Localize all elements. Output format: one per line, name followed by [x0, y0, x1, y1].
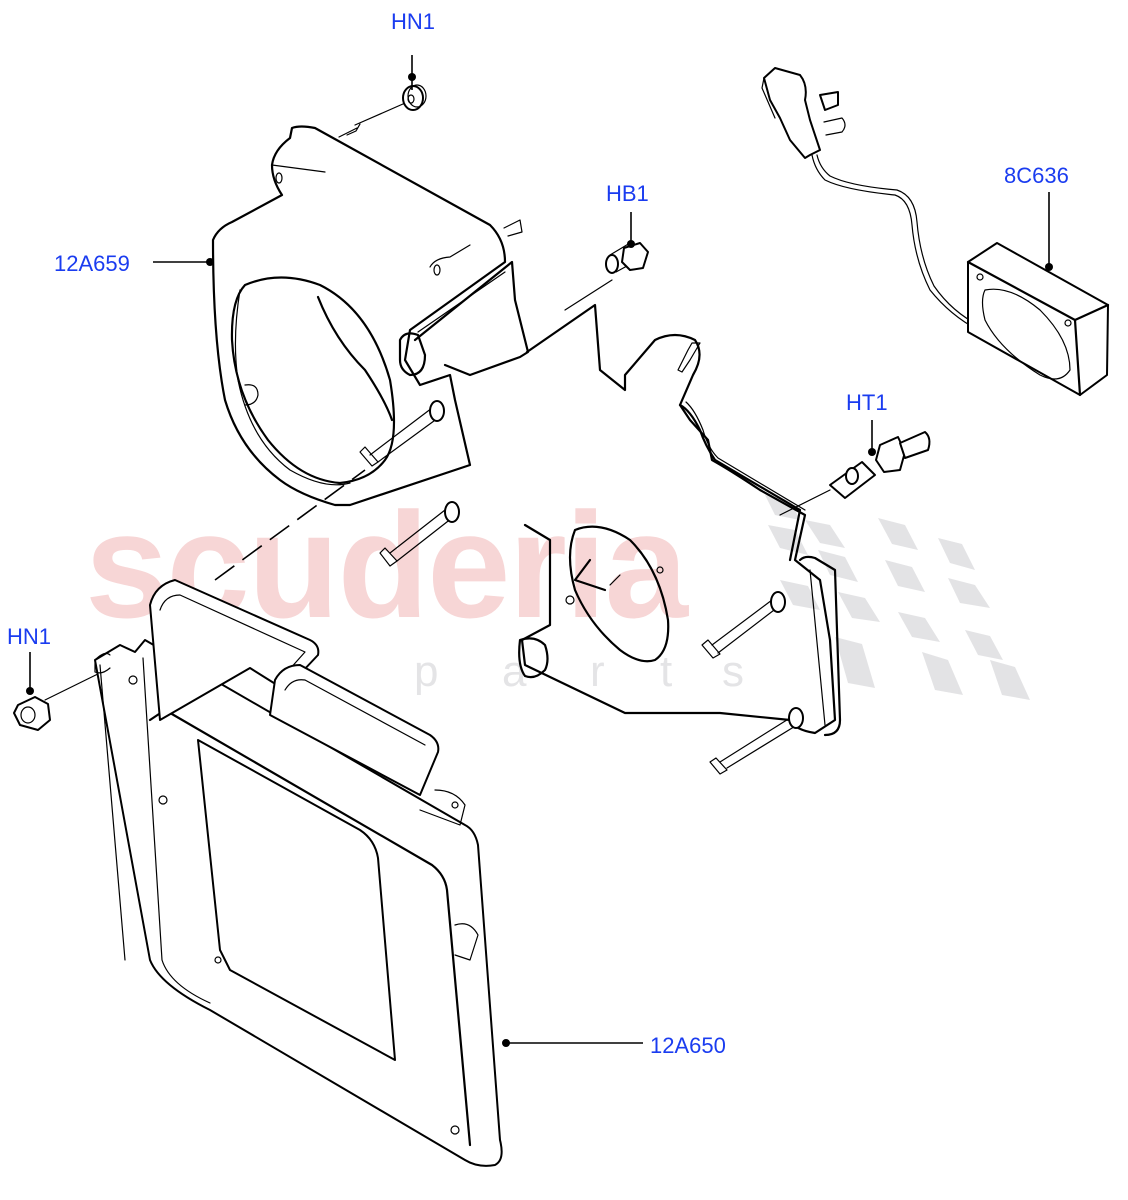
watermark-letter: p — [414, 647, 439, 696]
callout-ht1[interactable]: HT1 — [846, 390, 888, 415]
bolt-hb1 — [564, 242, 649, 311]
watermark-letter: t — [660, 647, 673, 696]
checkered-flag-icon — [765, 495, 1030, 700]
stud-ht1 — [779, 431, 931, 516]
watermark-letter: s — [722, 647, 744, 696]
callout-hn1-top[interactable]: HN1 — [391, 9, 436, 34]
nut-hn1-top — [354, 84, 427, 126]
callout-12a650[interactable]: 12A650 — [650, 1033, 726, 1058]
callout-hn1-left[interactable]: HN1 — [7, 624, 52, 649]
control-module-12a650 — [94, 579, 503, 1167]
bracket-12a659 — [211, 123, 530, 507]
mounting-plate — [518, 303, 842, 737]
callout-12a659[interactable]: 12A659 — [54, 251, 130, 276]
callout-hb1[interactable]: HB1 — [606, 181, 649, 206]
stud-set — [359, 400, 804, 775]
callout-8c636[interactable]: 8C636 — [1004, 163, 1069, 188]
sensor-8c636 — [761, 67, 1110, 397]
nut-hn1-left — [13, 667, 111, 731]
watermark-letter: r — [590, 647, 605, 696]
